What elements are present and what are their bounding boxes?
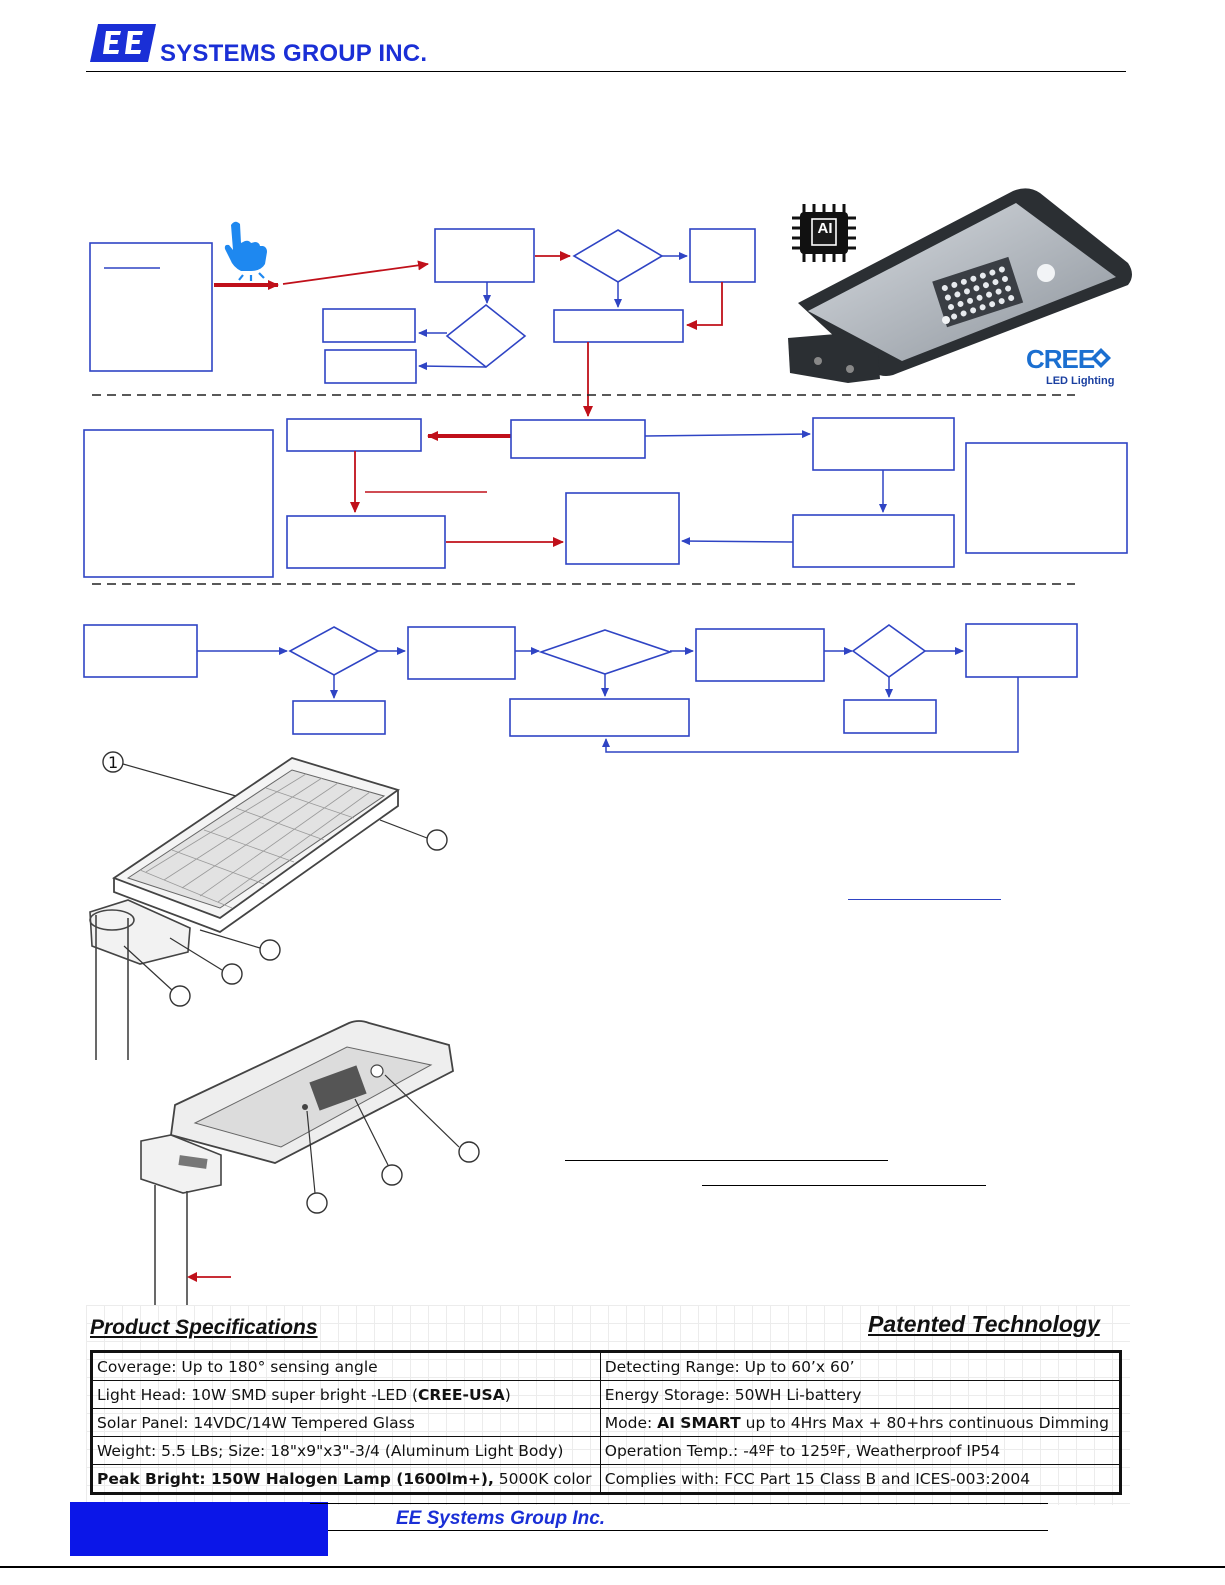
flow-box-start — [83, 624, 198, 678]
divider-line-2 — [702, 1185, 986, 1186]
flow-box-mode-3b — [792, 514, 955, 568]
flow-box-notes-left — [83, 429, 274, 578]
flow-box-mode-1 — [286, 418, 422, 452]
divider-line-1 — [565, 1160, 888, 1161]
flow-box-night — [510, 419, 646, 459]
cree-logo-icon: CREE LED Lighting — [1026, 344, 1116, 390]
cree-tagline: LED Lighting — [1046, 375, 1115, 387]
company-name: SYSTEMS GROUP INC. — [160, 40, 428, 67]
flow-decision-2 — [445, 303, 527, 369]
spec-row: Peak Bright: 150W Halogen Lamp (1600lm+)… — [91, 1464, 1122, 1494]
spec-cell-left: Peak Bright: 150W Halogen Lamp (1600lm+)… — [91, 1464, 601, 1494]
flowchart — [83, 228, 1128, 753]
flow-box-no-2 — [509, 698, 690, 737]
svg-text:1: 1 — [108, 753, 118, 772]
footer-band — [70, 1502, 328, 1556]
spec-cell-right: Mode: AI SMART up to 4Hrs Max + 80+hrs c… — [599, 1408, 1122, 1437]
flow-box-detect — [434, 228, 535, 283]
flow-box-charge — [553, 309, 684, 343]
ai-chip-label: AI — [817, 220, 833, 237]
spec-text: Weight: 5.5 LBs; Size: 18"x9"x3"-3/4 (Al… — [97, 1441, 564, 1460]
spec-row: Coverage: Up to 180° sensing angle Detect… — [91, 1351, 1122, 1381]
spec-cell-right: Energy Storage: 50WH Li-battery — [599, 1380, 1122, 1409]
spec-text: Mode: — [604, 1413, 658, 1432]
spec-text: Peak Bright: 150W Halogen Lamp (1600lm+)… — [97, 1469, 494, 1488]
flow-box-mode-3 — [812, 417, 955, 471]
link-underline-1 — [848, 899, 1001, 900]
spec-text: AI SMART — [657, 1413, 741, 1432]
specs-table: Coverage: Up to 180° sensing angle Detect… — [90, 1350, 1122, 1495]
spec-text: Complies with: FCC Part 15 Class B and I… — [604, 1469, 1031, 1488]
spec-cell-right: Complies with: FCC Part 15 Class B and I… — [599, 1464, 1122, 1494]
spec-text: ) — [504, 1385, 511, 1404]
spec-cell-left: Weight: 5.5 LBs; Size: 18"x9"x3"-3/4 (Al… — [91, 1436, 601, 1465]
spec-text: up to 4Hrs Max + 80+hrs continuous Dimmi… — [740, 1413, 1109, 1432]
spec-cell-left: Solar Panel: 14VDC/14W Tempered Glass — [91, 1408, 601, 1437]
spec-row: Weight: 5.5 LBs; Size: 18"x9"x3"-3/4 (Al… — [91, 1436, 1122, 1465]
flow-box-output — [565, 492, 680, 565]
header-rule — [86, 71, 1126, 72]
footer-rule-bottom — [328, 1530, 1048, 1531]
spec-text: Detecting Range: Up to 60’x 60’ — [604, 1357, 855, 1376]
solar-light-diagram-top: 1 — [80, 750, 460, 1070]
flow-box-option-b — [324, 349, 417, 384]
flow-box-notes-right — [965, 442, 1128, 554]
spec-text: 5000K color — [493, 1469, 592, 1488]
flow-decision-5 — [851, 624, 927, 678]
solar-light-diagram-bottom — [135, 1015, 495, 1310]
flow-box-mode-1b — [286, 515, 446, 569]
flow-decision-3 — [288, 626, 380, 676]
touch-hand-icon — [221, 219, 271, 281]
flow-box-no-3 — [843, 699, 937, 734]
spec-cell-left: Light Head: 10W SMD super bright -LED (C… — [91, 1380, 601, 1409]
ee-logo-icon — [88, 22, 158, 64]
flow-decision-4 — [538, 629, 673, 675]
ai-chip-icon: AI — [790, 200, 858, 266]
spec-cell-left: Coverage: Up to 180° sensing angle — [91, 1351, 601, 1381]
spec-row: Light Head: 10W SMD super bright -LED (C… — [91, 1380, 1122, 1409]
spec-row: Solar Panel: 14VDC/14W Tempered Glass Mod… — [91, 1408, 1122, 1437]
spec-text: Solar Panel: 14VDC/14W Tempered Glass — [97, 1413, 415, 1432]
specs-tagline: Patented Technology — [868, 1311, 1100, 1337]
spec-text: CREE-USA — [418, 1385, 505, 1404]
flow-box-end — [965, 623, 1078, 678]
flow-box-step-3 — [695, 628, 825, 682]
light-fixture-photo — [778, 183, 1138, 393]
flow-decision-1 — [572, 229, 664, 283]
spec-text: Energy Storage: 50WH Li-battery — [604, 1385, 862, 1404]
spec-text: Coverage: Up to 180° sensing angle — [97, 1357, 378, 1376]
flow-box-intro — [89, 242, 213, 372]
cree-brand-name: CREE — [1026, 344, 1095, 374]
page-bottom-rule — [0, 1566, 1225, 1568]
spec-text: Operation Temp.: -4ºF to 125ºF, Weatherp… — [604, 1441, 1001, 1460]
specs-title: Product Specifications — [90, 1316, 318, 1339]
flow-box-no-1 — [292, 700, 386, 735]
flow-box-day — [689, 228, 756, 283]
spec-cell-right: Detecting Range: Up to 60’x 60’ — [599, 1351, 1122, 1381]
spec-text: Light Head: 10W SMD super bright -LED ( — [97, 1385, 419, 1404]
flow-box-step-2 — [407, 626, 516, 680]
footer-rule-top — [310, 1503, 1048, 1504]
footer-company: EE Systems Group Inc. — [396, 1508, 606, 1529]
spec-cell-right: Operation Temp.: -4ºF to 125ºF, Weatherp… — [599, 1436, 1122, 1465]
flow-box-option-a — [322, 308, 416, 343]
